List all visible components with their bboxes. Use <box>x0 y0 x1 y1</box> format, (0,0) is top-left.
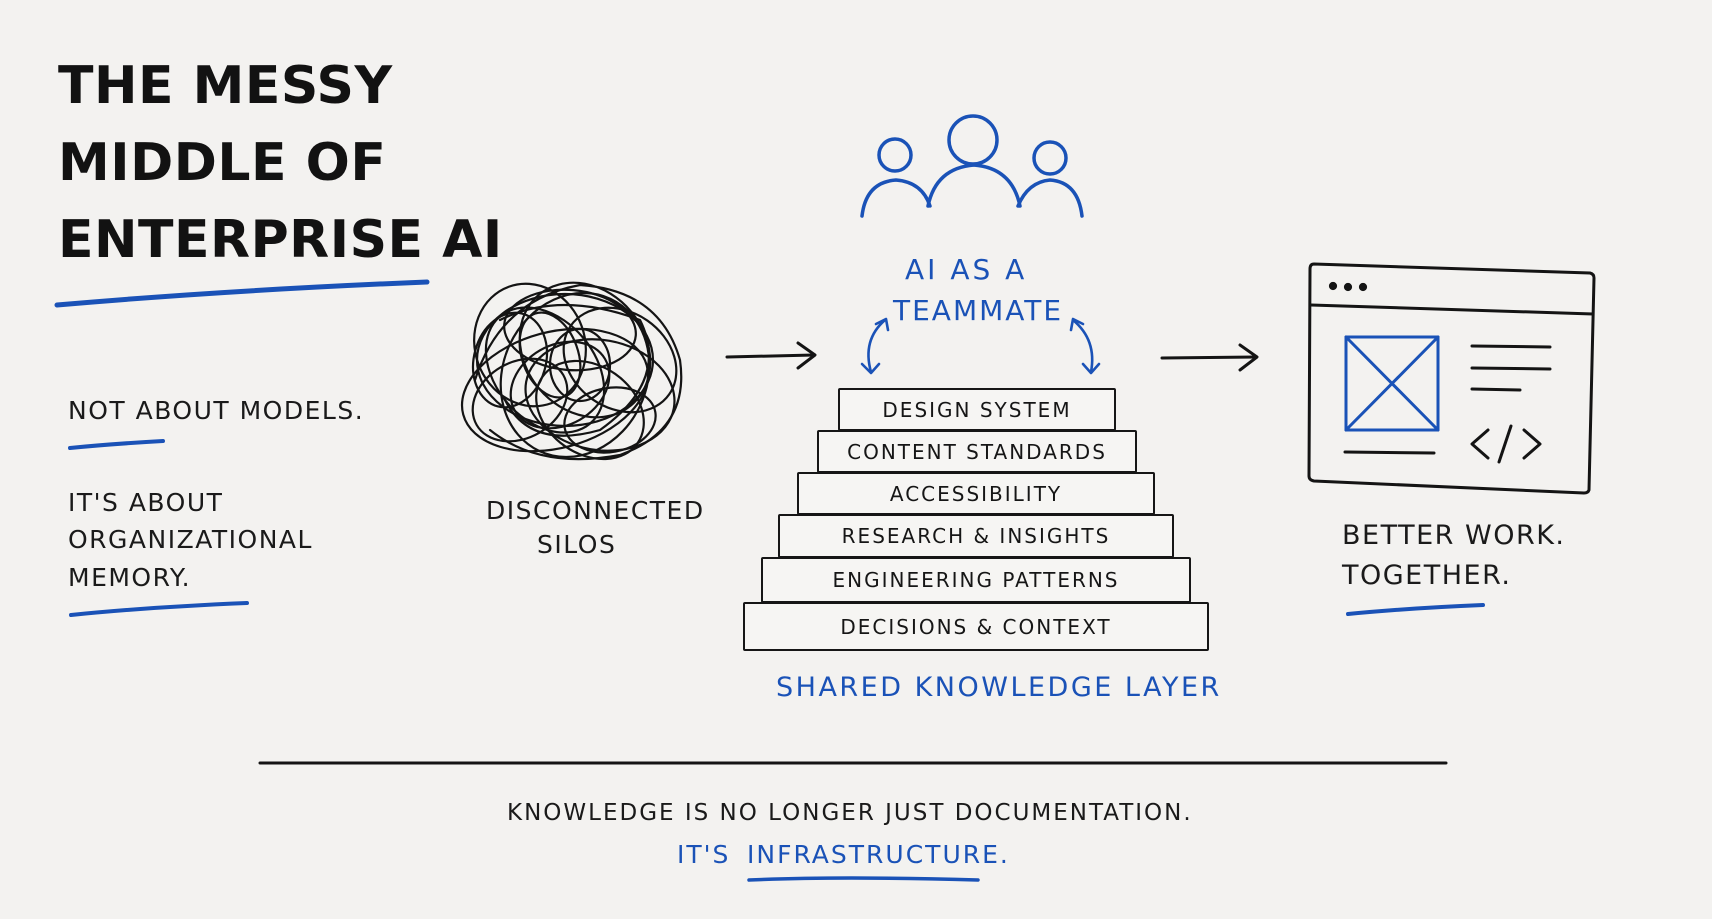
footer-line-1: KNOWLEDGE IS NO LONGER JUST DOCUMENTATIO… <box>507 800 1193 826</box>
layer-accessibility: ACCESSIBILITY <box>797 472 1155 515</box>
silos-label-line-2: SILOS <box>537 530 617 559</box>
teammate-label-line-2: TEAMMATE <box>893 294 1064 327</box>
footer-its: IT'S <box>677 840 731 869</box>
outcome-line-1: BETTER WORK. <box>1342 520 1566 551</box>
note-not-about-models: NOT ABOUT MODELS. <box>68 396 365 425</box>
image-placeholder-icon <box>1344 335 1440 432</box>
arrow-to-outcome <box>1160 343 1259 372</box>
title-line-2: MIDDLE OF <box>58 133 387 193</box>
layer-design-system: DESIGN SYSTEM <box>838 388 1116 431</box>
browser-window-icon <box>1307 262 1596 495</box>
outcome-underline <box>1346 603 1485 616</box>
title-underline <box>54 279 430 308</box>
layer-engineering-patterns: ENGINEERING PATTERNS <box>761 557 1191 603</box>
teammate-label-line-1: AI AS A <box>905 253 1028 286</box>
layer-research-insights: RESEARCH & INSIGHTS <box>778 514 1174 558</box>
double-arrow-right-icon <box>1069 317 1101 375</box>
arrow-to-stack <box>725 341 817 370</box>
tangle-scribble-icon <box>460 281 683 461</box>
double-arrow-left-icon <box>860 317 890 375</box>
silos-label-line-1: DISCONNECTED <box>486 496 705 525</box>
code-icon <box>1470 424 1542 464</box>
note-line-organizational: ORGANIZATIONAL <box>68 525 313 554</box>
footer-infrastructure: INFRASTRUCTURE. <box>747 840 1010 869</box>
note-line-memory: MEMORY. <box>68 563 192 592</box>
layer-content-standards: CONTENT STANDARDS <box>817 430 1137 473</box>
people-group-icon <box>860 114 1084 218</box>
note-line-its-about: IT'S ABOUT <box>68 488 224 517</box>
page-title: THE MESSY MIDDLE OF ENTERPRISE AI <box>58 48 503 279</box>
title-line-1: THE MESSY <box>58 56 393 116</box>
title-line-3: ENTERPRISE AI <box>58 210 503 270</box>
layer-decisions-context: DECISIONS & CONTEXT <box>743 602 1209 651</box>
note1-underline <box>68 439 165 450</box>
outcome-line-2: TOGETHER. <box>1342 560 1512 591</box>
infrastructure-underline <box>747 876 980 882</box>
note2-underline <box>69 601 249 617</box>
shared-knowledge-layer-label: SHARED KNOWLEDGE LAYER <box>776 672 1222 703</box>
